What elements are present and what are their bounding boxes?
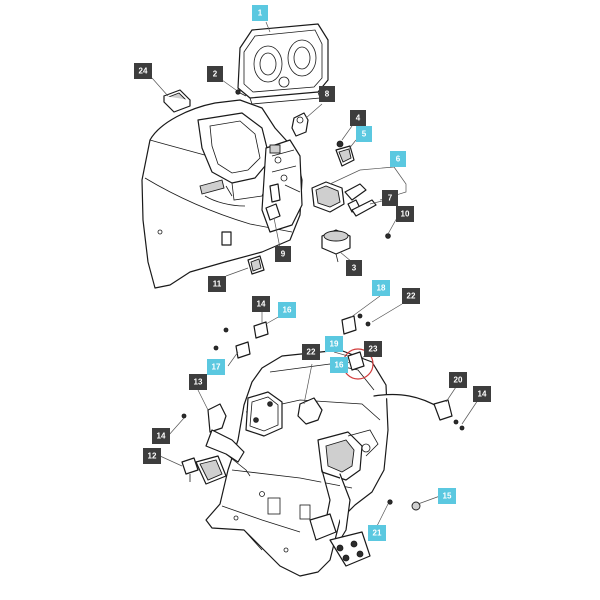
bolts [181, 313, 465, 511]
callout-16-b: 16 [330, 357, 348, 373]
callout-14-b: 14 [473, 386, 491, 402]
accelerator-linkage [195, 403, 251, 485]
callout-14-a: 14 [252, 296, 270, 312]
svg-text:14: 14 [157, 432, 166, 441]
callout-14-c: 14 [152, 428, 170, 444]
callout-18: 18 [372, 280, 390, 296]
svg-text:18: 18 [377, 284, 386, 293]
pedal-assembly [309, 429, 379, 567]
clip-16-upper [253, 321, 269, 339]
svg-text:6: 6 [396, 155, 401, 164]
svg-text:24: 24 [139, 67, 148, 76]
switch-8 [291, 112, 309, 137]
svg-text:22: 22 [407, 292, 416, 301]
svg-text:1: 1 [258, 9, 263, 18]
switch-24 [163, 89, 191, 113]
callout-5: 5 [356, 126, 372, 142]
callout-11: 11 [208, 276, 226, 292]
svg-text:19: 19 [330, 340, 339, 349]
callout-16-a: 16 [278, 302, 296, 318]
callout-17: 17 [207, 359, 225, 375]
callout-3: 3 [346, 260, 362, 276]
callout-2: 2 [207, 66, 223, 82]
callout-21: 21 [368, 525, 386, 541]
lower-assembly [181, 313, 465, 577]
callout-22-a: 22 [402, 288, 420, 304]
switch-11 [247, 255, 265, 275]
socket-5 [335, 145, 355, 167]
callout-6: 6 [390, 151, 406, 167]
svg-text:2: 2 [213, 70, 218, 79]
svg-text:12: 12 [148, 452, 157, 461]
callout-4: 4 [350, 110, 366, 126]
callout-12: 12 [143, 448, 161, 464]
svg-text:21: 21 [373, 529, 382, 538]
svg-text:7: 7 [388, 194, 393, 203]
svg-text:20: 20 [454, 376, 463, 385]
column-mount [245, 391, 283, 437]
nut-10 [385, 233, 391, 239]
switch-12 [181, 457, 199, 482]
svg-text:16: 16 [335, 361, 344, 370]
rod-20 [373, 393, 453, 421]
svg-text:22: 22 [307, 348, 316, 357]
callout-22-b: 22 [302, 344, 320, 360]
callout-9: 9 [275, 246, 291, 262]
svg-text:4: 4 [356, 114, 361, 123]
svg-text:15: 15 [443, 492, 452, 501]
callout-15: 15 [438, 488, 456, 504]
screw-2 [235, 89, 247, 97]
instrument-cluster [237, 23, 329, 105]
clip-16-lower [347, 351, 365, 371]
callout-23: 23 [364, 341, 382, 357]
svg-text:5: 5 [362, 130, 367, 139]
callout-10: 10 [396, 206, 414, 222]
svg-text:11: 11 [213, 280, 222, 289]
bracket-22 [297, 397, 323, 425]
ignition-switch-6 [311, 181, 367, 213]
svg-text:3: 3 [352, 264, 357, 273]
svg-text:23: 23 [369, 345, 378, 354]
clip-18 [341, 315, 357, 335]
callout-20: 20 [449, 372, 467, 388]
svg-text:17: 17 [212, 363, 221, 372]
svg-text:8: 8 [325, 90, 330, 99]
lamp-4 [336, 140, 344, 148]
callout-13: 13 [189, 374, 207, 390]
callout-19: 19 [325, 336, 343, 352]
callout-1: 1 [252, 5, 268, 21]
svg-text:14: 14 [257, 300, 266, 309]
connector-3 [321, 229, 351, 263]
upper-assembly [141, 23, 391, 289]
callout-7: 7 [382, 190, 398, 206]
callout-8: 8 [319, 86, 335, 102]
svg-text:9: 9 [281, 250, 286, 259]
callout-24: 24 [134, 63, 152, 79]
svg-text:13: 13 [194, 378, 203, 387]
svg-text:10: 10 [401, 210, 410, 219]
callouts: 1 2 24 8 4 5 6 7 [134, 5, 491, 541]
clip-17 [235, 341, 251, 359]
svg-text:16: 16 [283, 306, 292, 315]
svg-text:14: 14 [478, 390, 487, 399]
switch-9 [265, 183, 281, 221]
